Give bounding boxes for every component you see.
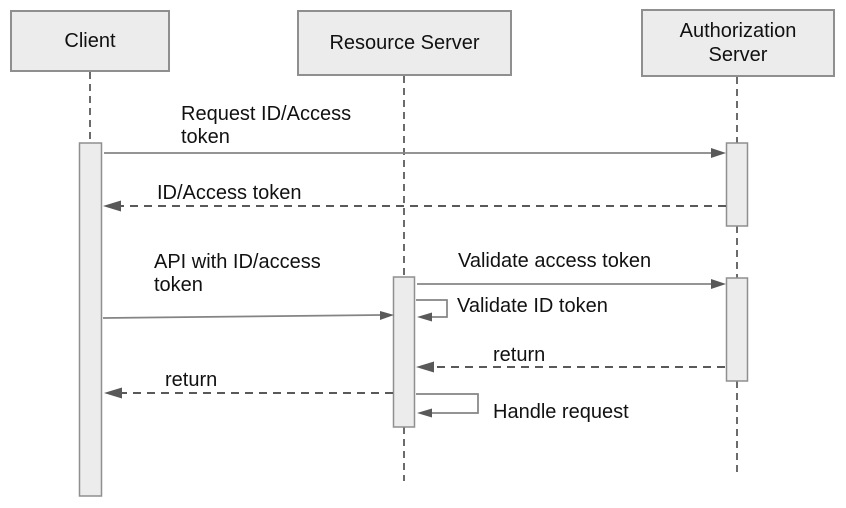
message-label-return-to-client: return	[165, 369, 218, 391]
participant-label: Client	[64, 30, 116, 52]
arrowhead-right-icon	[380, 311, 394, 320]
resource-server-activation-bar	[392, 276, 416, 428]
client-activation-bar	[78, 142, 103, 497]
participant-label: Resource Server	[329, 32, 480, 54]
arrowhead-left-icon	[417, 312, 432, 322]
arrowhead-left-icon	[103, 200, 121, 212]
participant-label: Authorization Server	[679, 20, 797, 66]
message-arrow-api-call	[102, 314, 382, 319]
participant-box-resource-server: Resource Server	[297, 10, 512, 76]
self-message-loop-handle-request	[416, 393, 479, 414]
self-message-loop-validate-id-token	[416, 299, 448, 318]
arrowhead-right-icon	[711, 148, 726, 158]
message-label-request-token: Request ID/Access token	[181, 103, 352, 148]
message-label-validate-id-token: Validate ID token	[457, 295, 608, 317]
message-label-return-to-resource: return	[493, 344, 546, 366]
message-label-id-access-token: ID/Access token	[157, 182, 302, 204]
arrowhead-left-icon	[104, 387, 122, 399]
participant-box-client: Client	[10, 10, 170, 72]
arrowhead-left-icon	[416, 361, 434, 373]
participant-box-authorization-server: Authorization Server	[641, 9, 835, 77]
message-label-api-call: API with ID/access token	[154, 251, 321, 296]
message-label-validate-access-token: Validate access token	[458, 250, 652, 272]
arrowhead-left-icon	[417, 408, 432, 418]
authorization-server-activation-bar-2	[725, 277, 749, 382]
arrowhead-right-icon	[711, 279, 726, 289]
message-label-handle-request: Handle request	[493, 401, 629, 423]
authorization-server-activation-bar-1	[725, 142, 749, 227]
